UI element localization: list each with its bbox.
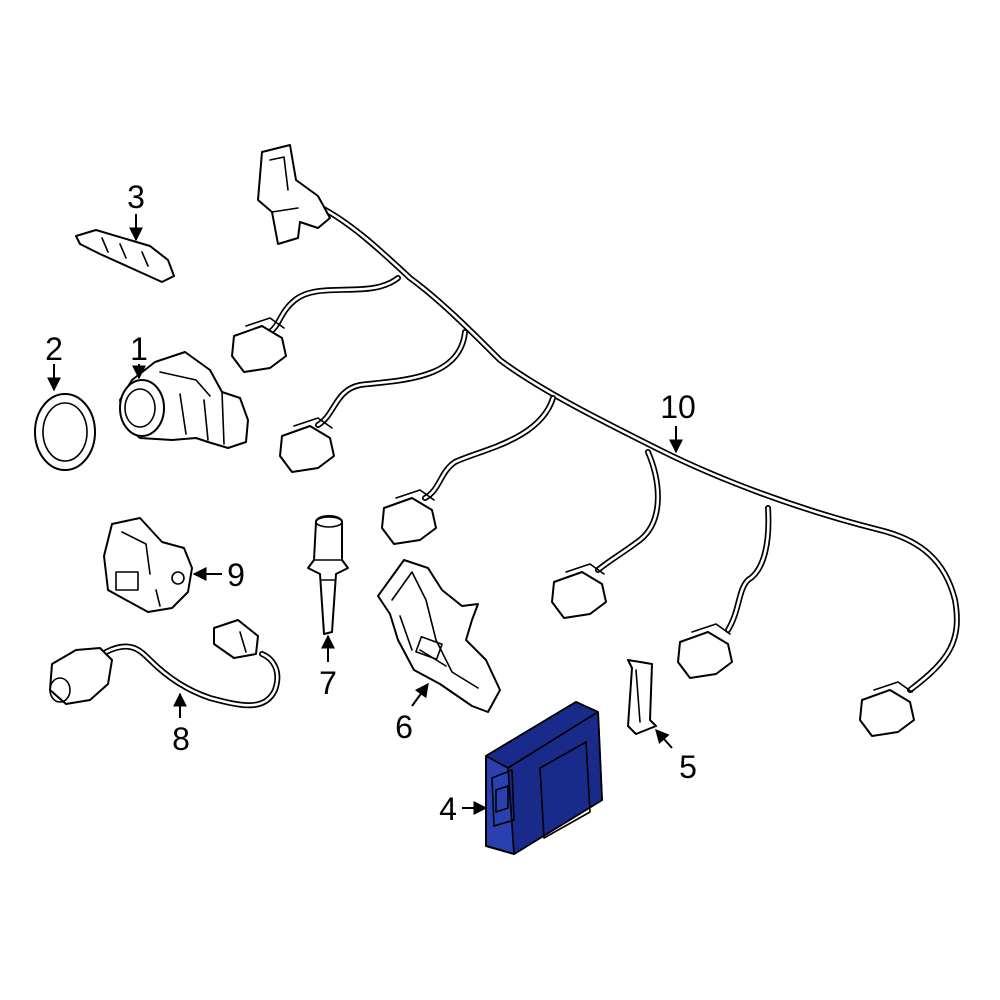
plug-connector — [677, 623, 733, 679]
clip-5[interactable] — [627, 659, 657, 735]
callout-4: 4 — [439, 791, 457, 827]
seal-ring-2[interactable] — [34, 393, 96, 471]
plug-connector — [381, 489, 437, 545]
plug-connector — [551, 563, 607, 619]
plug-connector — [859, 681, 915, 737]
callout-10: 10 — [660, 389, 696, 425]
plug-connector — [231, 317, 287, 373]
bracket-3[interactable] — [75, 229, 175, 283]
callout-2: 2 — [45, 331, 63, 367]
callout-9: 9 — [227, 557, 245, 593]
control-module-4[interactable] — [485, 701, 603, 855]
leader-arrow-6 — [411, 682, 429, 707]
mounting-bracket-6[interactable] — [377, 559, 501, 713]
plug-connector — [279, 417, 335, 473]
callout-5: 5 — [679, 749, 697, 785]
callout-8: 8 — [172, 721, 190, 757]
callout-1: 1 — [130, 331, 148, 367]
callout-3: 3 — [127, 179, 145, 215]
sensor-cable-8[interactable] — [49, 619, 281, 709]
wiring-harness-10[interactable] — [231, 144, 960, 737]
leader-arrow-5 — [655, 728, 673, 749]
sensor-holder-9[interactable] — [103, 517, 193, 613]
callout-7: 7 — [319, 665, 337, 701]
parking-sensor-1[interactable] — [119, 351, 249, 449]
callout-6: 6 — [395, 709, 413, 745]
temperature-sensor-7[interactable] — [307, 515, 349, 635]
